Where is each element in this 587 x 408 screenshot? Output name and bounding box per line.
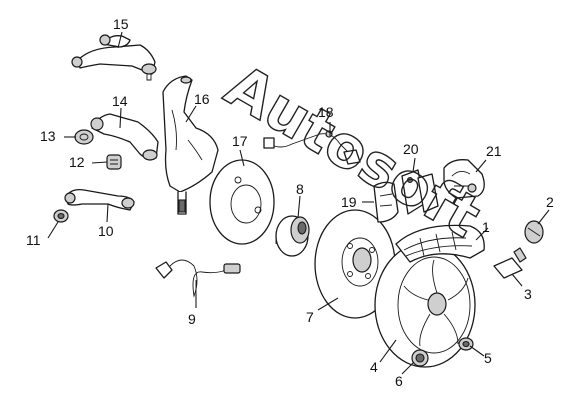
callout-13: 13	[40, 128, 56, 144]
wheel-speed-sensor	[155, 259, 241, 298]
brake-pads-20	[401, 169, 439, 215]
lower-rear-arm	[64, 188, 135, 211]
callout-2: 2	[546, 194, 554, 210]
callout-7: 7	[306, 309, 314, 325]
callout-9: 9	[188, 311, 196, 327]
callout-17: 17	[232, 133, 248, 149]
callout-8: 8	[296, 181, 304, 197]
callout-20: 20	[403, 141, 419, 157]
brake-pad-19	[373, 181, 399, 223]
callout-16: 16	[194, 91, 210, 107]
steering-knuckle	[162, 75, 219, 215]
brake-disc	[314, 209, 396, 319]
callout-21: 21	[486, 143, 502, 159]
brake-caliper	[443, 159, 485, 199]
brake-splash-shield	[209, 159, 275, 245]
callout-12: 12	[69, 154, 85, 170]
upper-control-arm	[71, 34, 157, 81]
bushing-12	[106, 154, 122, 170]
callout-18: 18	[318, 104, 334, 120]
callout-14: 14	[112, 93, 128, 109]
center-cap	[411, 349, 429, 367]
tire-valve	[493, 247, 527, 279]
valve-cap	[524, 220, 544, 244]
callout-1: 1	[482, 219, 490, 235]
callout-4: 4	[370, 359, 378, 375]
brake-hose	[263, 130, 361, 165]
leader-lines	[47, 31, 550, 375]
callout-3: 3	[524, 286, 532, 302]
bushing-11	[53, 209, 69, 223]
callout-10: 10	[98, 223, 114, 239]
tire	[395, 224, 485, 263]
callout-19: 19	[341, 194, 357, 210]
callout-5: 5	[484, 350, 492, 366]
callout-6: 6	[395, 373, 403, 389]
wheel-bolt	[458, 337, 474, 351]
bushing-13	[74, 129, 94, 145]
callout-15: 15	[113, 16, 129, 32]
callout-labels: 15 16 14 13 12 10 11 9 17 8 18 7 19 20 2…	[26, 16, 554, 389]
lower-front-arm	[90, 113, 159, 161]
callout-11: 11	[26, 232, 41, 248]
wheel-hub-bearing	[275, 215, 310, 257]
